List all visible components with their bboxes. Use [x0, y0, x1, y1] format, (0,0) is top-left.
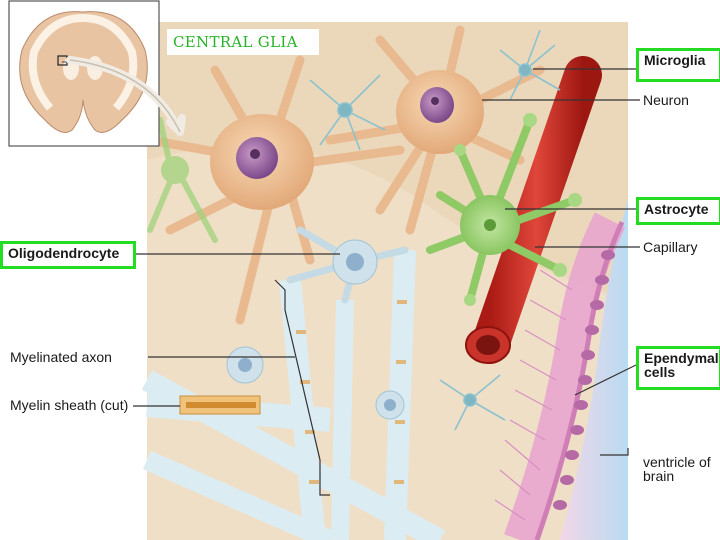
bracket-lines [274, 279, 629, 496]
neuron-right [325, 25, 545, 235]
label-myelinated-axon: Myelinated axon [10, 349, 112, 365]
leader-lines [133, 68, 640, 407]
myelin-nodes [296, 300, 407, 484]
label-ependymal-cells: Ependymal cells [636, 346, 720, 390]
ependymal-layer [494, 212, 626, 540]
label-myelin-sheath: Myelin sheath (cut) [10, 397, 129, 413]
oligodendrocyte [226, 226, 409, 420]
brain-cross-section-thumbnail [8, 0, 160, 147]
label-microglia: Microglia [636, 48, 720, 82]
label-astrocyte: Astrocyte [636, 197, 720, 225]
cut-myelin-sheath [179, 395, 261, 415]
microglia [309, 29, 561, 431]
astrocyte [426, 113, 582, 306]
neuron-left [145, 55, 405, 325]
diagram-title: CENTRAL GLIA [167, 29, 319, 55]
label-neuron: Neuron [643, 92, 689, 108]
label-ventricle: ventricle of brain [643, 454, 711, 484]
astrocyte-background [147, 117, 218, 243]
label-capillary: Capillary [643, 239, 698, 255]
label-oligodendrocyte: Oligodendrocyte [0, 241, 136, 269]
